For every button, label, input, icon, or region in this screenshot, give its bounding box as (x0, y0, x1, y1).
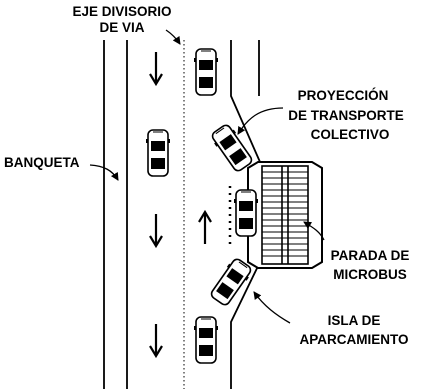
leader-bus-stop (303, 221, 325, 241)
label-projection-line3: COLECTIVO (311, 127, 390, 142)
label-projection-line2: DE TRANSPORTE (288, 108, 404, 123)
label-projection-line1: PROYECCIÓN (298, 88, 389, 103)
label-island-line2: APARCAMIENTO (299, 332, 408, 347)
car-bottom-right (193, 316, 219, 364)
traffic-arrow-down-1 (148, 50, 164, 86)
traffic-arrow-down-2 (148, 212, 164, 248)
car-leaving-bay (207, 255, 255, 309)
label-bus-stop-line1: PARADA DE (331, 248, 410, 263)
leader-island (253, 291, 291, 324)
label-sidewalk: BANQUETA (4, 155, 80, 170)
car-at-stop (233, 189, 259, 237)
traffic-arrow-up (197, 210, 213, 246)
label-median-line2: DE VIA (99, 20, 144, 35)
leader-median (165, 29, 181, 45)
leader-projection (237, 107, 284, 135)
bus-stop-shelter (247, 161, 323, 269)
car-entering-bay (208, 121, 256, 175)
car-top-right (193, 48, 219, 96)
sidewalk-edge (103, 40, 128, 389)
label-median-line1: EJE DIVISORIO (72, 4, 171, 19)
leader-sidewalk (89, 164, 119, 181)
label-island-line1: ISLA DE (328, 313, 381, 328)
shelter-hatching (262, 171, 308, 257)
traffic-arrow-down-3 (148, 322, 164, 358)
label-bus-stop-line2: MICROBUS (333, 267, 407, 282)
car-median-lane (145, 129, 171, 177)
